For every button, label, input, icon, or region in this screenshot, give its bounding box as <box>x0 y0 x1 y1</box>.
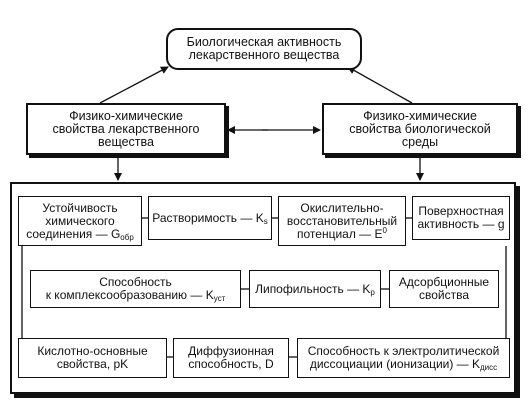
box-surface-activity-line1: Поверхностная <box>418 204 504 218</box>
box-solubility-label: Растворимость — K <box>152 210 264 225</box>
box-surface-activity: Поверхностная активность — g <box>412 196 510 240</box>
box-complexation-line2: к комплексообразованию — K <box>45 288 214 302</box>
box-redox-potential-sup: 0 <box>382 225 387 235</box>
box-medium-properties-line3: среды <box>401 134 439 149</box>
box-diffusion-line2: способность, D <box>188 357 274 371</box>
box-medium-properties-line2: свойства биологической <box>349 121 491 136</box>
box-dissociation: Способность к электролитической диссоциа… <box>297 338 510 378</box>
box-acid-base: Кислотно-основные свойства, pK <box>18 338 167 378</box>
box-complexation: Способность к комплексообразованию — Kус… <box>30 270 241 308</box>
box-chemical-stability-line1: Устойчивость <box>42 200 118 215</box>
box-dissociation-line1: Способность к электролитической <box>307 344 500 358</box>
box-medium-properties: Физико-химические свойства биологической… <box>322 103 518 155</box>
box-biological-activity: Биологическая активность лекарственного … <box>166 28 362 70</box>
properties-frame <box>10 182 516 394</box>
box-diffusion-line1: Диффузионная <box>188 344 274 358</box>
box-dissociation-sub: дисс <box>480 363 498 372</box>
box-lipophilicity-sub: р <box>370 287 375 297</box>
box-adsorption-line1: Адсорбционные <box>398 275 490 289</box>
arrow-left-to-top <box>99 66 169 104</box>
box-complexation-sub: уст <box>213 294 226 303</box>
box-redox-potential-line1: Окислительно- <box>300 200 384 215</box>
box-drug-properties-line1: Физико-химические <box>69 108 183 123</box>
box-chemical-stability-sub: обр <box>120 232 134 242</box>
box-acid-base-line2: свойства, pK <box>56 357 129 371</box>
box-chemical-stability-line2: химического <box>45 213 115 228</box>
box-redox-potential: Окислительно- восстановительный потенциа… <box>278 196 406 246</box>
box-drug-properties: Физико-химические свойства лекарственног… <box>26 103 226 155</box>
box-complexation-line1: Способность <box>99 275 172 289</box>
box-solubility-sub: s <box>263 216 268 226</box>
box-lipophilicity: Липофильность — Kр <box>249 270 381 308</box>
box-biological-activity-line1: Биологическая активность <box>186 35 342 49</box>
box-solubility: Растворимость — Ks <box>148 196 272 240</box>
box-dissociation-line2: диссоциации (ионизации) — K <box>309 357 481 371</box>
box-medium-properties-line1: Физико-химические <box>363 108 477 123</box>
box-biological-activity-line2: лекарственного вещества <box>188 48 340 62</box>
box-chemical-stability: Устойчивость химического соединения — Gо… <box>18 196 142 246</box>
box-redox-potential-line2: восстановительный <box>286 213 398 228</box>
box-drug-properties-line3: вещества <box>98 134 154 149</box>
box-lipophilicity-label: Липофильность — K <box>255 281 371 296</box>
box-acid-base-line1: Кислотно-основные <box>37 344 148 358</box>
box-adsorption: Адсорбционные свойства <box>389 270 499 308</box>
box-diffusion: Диффузионная способность, D <box>173 338 289 378</box>
box-redox-potential-line3: потенциал — E <box>297 226 383 241</box>
box-chemical-stability-line3: соединения — G <box>26 226 121 241</box>
box-adsorption-line2: свойства <box>418 288 469 302</box>
arrow-right-to-top <box>347 66 413 104</box>
box-surface-activity-line2: активность — g <box>417 217 505 231</box>
box-drug-properties-line2: свойства лекарственного <box>52 121 200 136</box>
